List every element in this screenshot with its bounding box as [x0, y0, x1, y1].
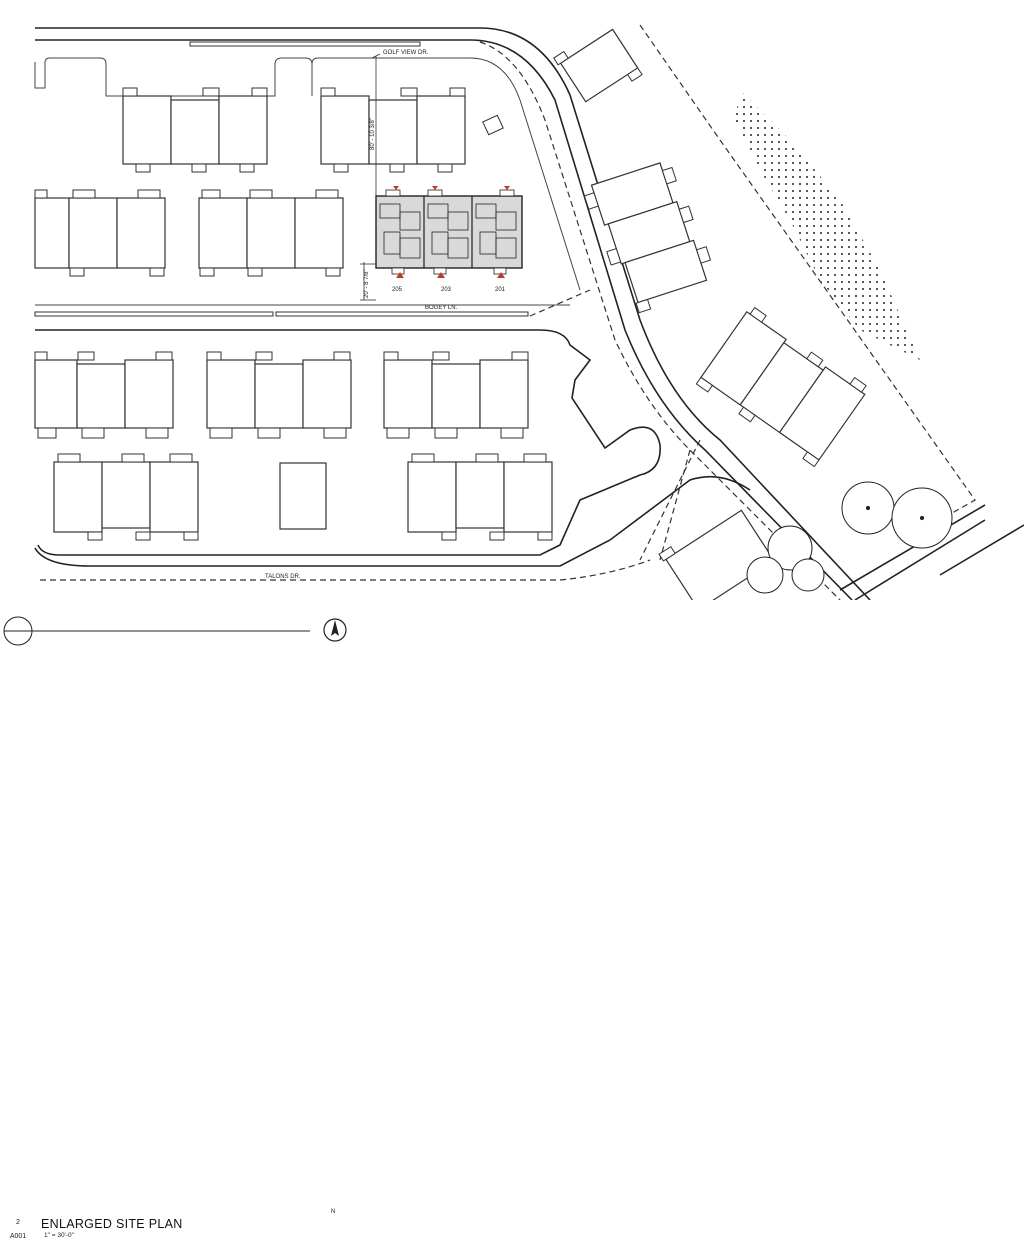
building-row-third-left: [34, 351, 174, 439]
street-label-bogey: BOGEY LN.: [425, 305, 458, 311]
drawing-scale: 1" = 30'-0": [44, 1232, 74, 1239]
building-row-third-middle: [206, 351, 352, 439]
building-row-third-right: [383, 351, 529, 439]
dimension-lines: [360, 53, 381, 301]
property-line: [639, 24, 976, 521]
dimension-label-left: 20' - 8 7/8": [364, 269, 370, 298]
north-arrow-pointer: [331, 620, 339, 636]
unit-label-201: 201: [495, 287, 506, 293]
title-block: 2 A001 ENLARGED SITE PLAN 1" = 30'-0" N: [0, 600, 1024, 1240]
building-east-top: [553, 28, 643, 103]
detail-number: 2: [16, 1219, 20, 1226]
building-east-row-1: [583, 162, 712, 314]
drawing-title: ENLARGED SITE PLAN: [41, 1217, 183, 1231]
street-label-talons: TALONS DR.: [265, 574, 301, 580]
building-east-row-2: [695, 306, 867, 468]
building-row-top-left: [122, 87, 268, 173]
site-plan-drawing: 205 203 201 80' - 10 3/8" 20' - 8 7/8": [0, 0, 1024, 600]
right-access-road: [839, 504, 1024, 600]
tree-group: [746, 481, 953, 594]
building-row-second-middle: [198, 189, 344, 277]
unit-label-205: 205: [392, 287, 403, 293]
single-building: [279, 462, 327, 530]
bogey-lane: [34, 289, 591, 317]
top-block-curb: [34, 57, 581, 291]
building-row-second-left: [34, 189, 166, 277]
preserve-area: [735, 90, 920, 360]
utility-box: [482, 114, 504, 136]
highlighted-building[interactable]: [375, 186, 523, 278]
sheet-number: A001: [9, 1233, 27, 1240]
unit-label-203: 203: [441, 287, 452, 293]
talons-drive: [34, 439, 751, 581]
golf-view-drive: [35, 27, 871, 600]
building-row-fourth-left: [53, 453, 199, 541]
street-label-golf-view: GOLF VIEW DR.: [383, 50, 429, 56]
building-row-fourth-right: [407, 453, 553, 541]
dimension-label-top: 80' - 10 3/8": [370, 118, 376, 150]
building-row-top-right: [320, 87, 466, 173]
building-southeast: [658, 509, 775, 600]
north-label: N: [331, 1209, 336, 1215]
lower-block-curb: [35, 329, 661, 556]
